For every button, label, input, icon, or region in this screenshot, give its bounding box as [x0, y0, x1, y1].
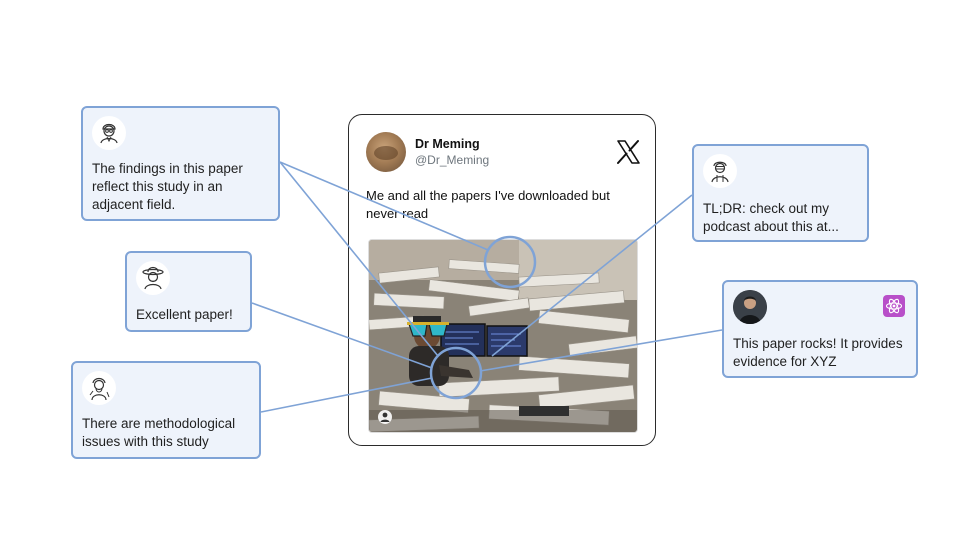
explorer-avatar-icon[interactable] [136, 261, 170, 295]
tweet-author-avatar[interactable] [366, 132, 406, 172]
comment-card[interactable]: TL;DR: check out my podcast about this a… [692, 144, 869, 242]
tweet-author-name[interactable]: Dr Meming [415, 137, 480, 151]
photo-avatar[interactable] [733, 290, 767, 324]
paper-pile-image [369, 240, 637, 432]
comment-card[interactable]: Excellent paper! [125, 251, 252, 332]
comment-text: TL;DR: check out my podcast about this a… [703, 201, 839, 234]
comment-text: The findings in this paper reflect this … [92, 161, 243, 212]
x-logo-icon[interactable] [615, 139, 641, 165]
tweet-card[interactable]: Dr Meming @Dr_Meming Me and all the pape… [348, 114, 656, 446]
scientist-avatar-icon[interactable] [92, 116, 126, 150]
tweet-author-handle[interactable]: @Dr_Meming [415, 153, 490, 167]
professor-avatar-icon[interactable] [82, 371, 116, 405]
comment-card[interactable]: This paper rocks! It provides evidence f… [722, 280, 918, 378]
comment-text: Excellent paper! [136, 307, 233, 322]
lab-avatar-icon[interactable] [703, 154, 737, 188]
tweet-text: Me and all the papers I've downloaded bu… [366, 188, 610, 221]
comment-card[interactable]: The findings in this paper reflect this … [81, 106, 280, 221]
person-icon[interactable] [378, 410, 392, 424]
comment-text: This paper rocks! It provides evidence f… [733, 336, 903, 369]
atom-icon[interactable] [883, 295, 905, 317]
comment-card[interactable]: There are methodological issues with thi… [71, 361, 261, 459]
comment-text: There are methodological issues with thi… [82, 416, 236, 449]
tweet-image[interactable] [368, 239, 638, 433]
